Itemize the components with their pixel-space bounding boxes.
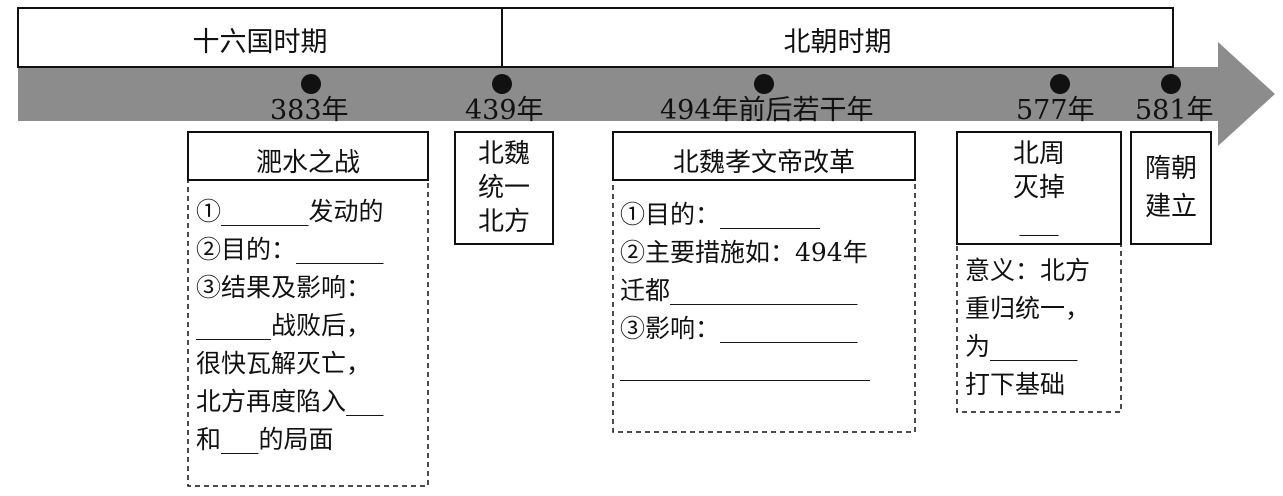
reform-line-3: 迁都_______________ [620, 276, 858, 305]
beiwei-line-3: 北方 [477, 207, 530, 237]
feishui-line-5: 很快瓦解灭亡， [196, 349, 372, 378]
beiwei-unify-text: 北魏 统一 北方 [455, 137, 553, 239]
feishui-line-2: ②目的：_______ [196, 235, 384, 264]
reform-title-box [612, 131, 916, 181]
reform-title: 北魏孝文帝改革 [672, 148, 855, 178]
beizhou-line-3: ___ [1019, 207, 1059, 237]
dot-581 [1161, 74, 1181, 94]
period-box-beichao [501, 7, 1174, 68]
beizhou-title-text: 北周 灭掉 ___ [957, 137, 1121, 239]
period-label-beichao: 北朝时期 [783, 27, 892, 58]
period-label-shiliuguo: 十六国时期 [192, 27, 328, 58]
beiwei-line-2: 统一 [477, 173, 530, 203]
sui-text: 隋朝 建立 [1131, 150, 1211, 226]
feishui-title: 淝水之战 [255, 148, 360, 178]
reform-detail-box [612, 179, 916, 433]
feishui-line-1: ①_______发动的 [196, 197, 384, 226]
feishui-line-7: 和___的局面 [196, 425, 334, 454]
beizhou-meaning-4: 打下基础 [965, 370, 1066, 399]
year-label-581: 581年 [1135, 95, 1214, 126]
feishui-detail: ①_______发动的 ②目的：_______ ③结果及影响： ______战败… [196, 193, 384, 459]
reform-line-1: ①目的：________ [620, 200, 821, 229]
beizhou-detail: 意义：北方 重归统一， 为_______ 打下基础 [965, 252, 1090, 404]
sui-box [1130, 131, 1212, 245]
dot-577 [1050, 74, 1070, 94]
beizhou-line-1: 北周 [1012, 139, 1065, 169]
sui-line-2: 建立 [1144, 192, 1197, 222]
year-label-577: 577年 [1016, 95, 1095, 126]
dot-439 [492, 74, 512, 94]
dot-383 [301, 74, 321, 94]
feishui-line-6: 北方再度陷入___ [196, 387, 384, 416]
dot-494 [754, 74, 774, 94]
beiwei-line-1: 北魏 [477, 139, 530, 169]
feishui-line-3: ③结果及影响： [196, 273, 372, 302]
sui-line-1: 隋朝 [1144, 154, 1197, 184]
feishui-line-4: ______战败后， [196, 311, 372, 340]
beizhou-detail-box [956, 243, 1122, 413]
reform-detail: ①目的：________ ②主要措施如：494年 迁都_____________… [620, 196, 870, 386]
beiwei-unify-box [454, 131, 554, 245]
year-label-439: 439年 [465, 95, 544, 126]
beizhou-meaning-2: 重归统一， [965, 294, 1091, 323]
reform-line-4: ③影响：___________ [620, 314, 858, 343]
feishui-detail-box [187, 179, 429, 487]
beizhou-line-2: 灭掉 [1012, 173, 1065, 203]
year-label-494: 494年前后若干年 [660, 95, 874, 126]
reform-line-5: ____________________ [620, 352, 870, 381]
year-label-383: 383年 [270, 95, 349, 126]
reform-line-2: ②主要措施如：494年 [620, 238, 868, 267]
beizhou-meaning-1: 意义：北方 [965, 256, 1091, 285]
beizhou-meaning-3: 为_______ [965, 332, 1078, 361]
